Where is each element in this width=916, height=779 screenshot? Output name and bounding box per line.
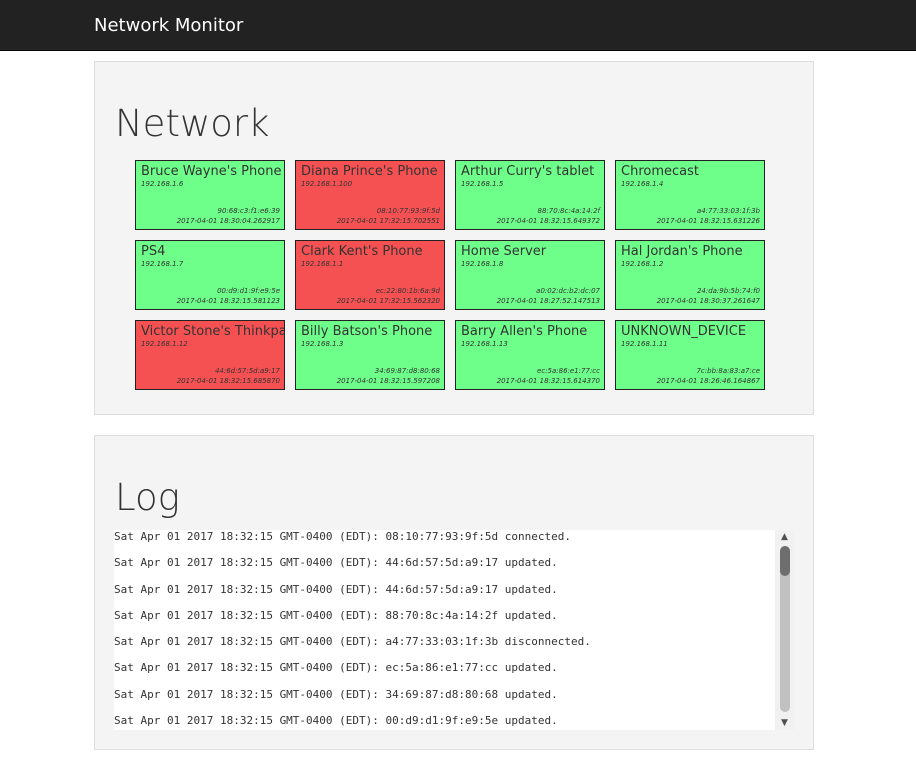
network-title: Network (115, 102, 270, 145)
device-name: Home Server (461, 244, 547, 259)
log-line: Sat Apr 01 2017 18:32:15 GMT-0400 (EDT):… (114, 687, 558, 701)
device-mac: 90:68:c3:f1:e6:39 (217, 207, 281, 215)
device-last-seen: 2017-04-01 18:32:15.631226 (656, 217, 760, 225)
device-last-seen: 2017-04-01 17:32:15.562320 (336, 297, 440, 305)
log-line: Sat Apr 01 2017 18:32:15 GMT-0400 (EDT):… (114, 582, 558, 596)
device-last-seen: 2017-04-01 18:26:46.164867 (656, 377, 760, 385)
device-ip: 192.168.1.3 (301, 340, 344, 348)
device-ip: 192.168.1.12 (141, 340, 188, 348)
log-box[interactable]: Sat Apr 01 2017 18:32:15 GMT-0400 (EDT):… (114, 530, 794, 730)
navbar: Network Monitor (0, 0, 916, 51)
device-mac: ec:22:80:1b:6a:9d (375, 287, 440, 295)
device-name: Diana Prince's Phone (301, 164, 438, 179)
device-ip: 192.168.1.6 (141, 180, 184, 188)
brand-link[interactable]: Network Monitor (94, 15, 244, 36)
log-scrollbar[interactable]: ▲ ▼ (775, 530, 794, 730)
device-mac: 44:6d:57:5d:a9:17 (214, 367, 280, 375)
device-ip: 192.168.1.7 (141, 260, 184, 268)
scroll-up-arrow-icon[interactable]: ▲ (781, 532, 788, 542)
device-ip: 192.168.1.4 (621, 180, 664, 188)
device-mac: 00:d9:d1:9f:e9:5e (217, 287, 280, 295)
log-line: Sat Apr 01 2017 18:32:15 GMT-0400 (EDT):… (114, 635, 591, 649)
device-mac: 24:da:9b:5b:74:f0 (696, 287, 760, 295)
device-name: Bruce Wayne's Phone (141, 164, 282, 179)
device-mac: ec:5a:86:e1:77:cc (537, 367, 600, 375)
log-panel: Log Sat Apr 01 2017 18:32:15 GMT-0400 (E… (94, 435, 814, 750)
device-mac: 08:10:77:93:9f:5d (376, 207, 440, 215)
device-name: PS4 (141, 244, 166, 259)
device-last-seen: 2017-04-01 18:30:37.261647 (656, 297, 760, 305)
scrollbar-track[interactable] (780, 546, 790, 712)
device-last-seen: 2017-04-01 18:32:15.649372 (496, 217, 600, 225)
device-ip: 192.168.1.13 (461, 340, 508, 348)
device-last-seen: 2017-04-01 18:32:15.597208 (336, 377, 440, 385)
device-last-seen: 2017-04-01 18:27:52.147513 (496, 297, 600, 305)
log-title: Log (115, 476, 180, 519)
log-line: Sat Apr 01 2017 18:32:15 GMT-0400 (EDT):… (114, 661, 558, 675)
device-mac: a4:77:33:03:1f:3b (696, 207, 760, 215)
device-last-seen: 2017-04-01 18:32:15.581123 (176, 297, 280, 305)
device-ip: 192.168.1.8 (461, 260, 504, 268)
log-line: Sat Apr 01 2017 18:32:15 GMT-0400 (EDT):… (114, 530, 571, 543)
device-name: Victor Stone's Thinkpad (141, 324, 285, 339)
device-mac: a0:02:dc:b2:dc:07 (536, 287, 600, 295)
device-mac: 34:69:87:d8:80:68 (374, 367, 440, 375)
device-name: Arthur Curry's tablet (461, 164, 595, 179)
device-mac: 7c:bb:8a:83:a7:ce (696, 367, 760, 375)
device-ip: 192.168.1.100 (301, 180, 353, 188)
log-line: Sat Apr 01 2017 18:32:15 GMT-0400 (EDT):… (114, 608, 558, 622)
device-name: Billy Batson's Phone (301, 324, 433, 339)
scroll-down-arrow-icon[interactable]: ▼ (781, 718, 788, 728)
device-name: Barry Allen's Phone (461, 324, 588, 339)
device-name: Chromecast (621, 164, 699, 179)
log-lines: Sat Apr 01 2017 18:32:15 GMT-0400 (EDT):… (114, 530, 774, 730)
device-last-seen: 2017-04-01 18:32:15.614370 (496, 377, 600, 385)
device-ip: 192.168.1.5 (461, 180, 504, 188)
device-ip: 192.168.1.11 (621, 340, 668, 348)
scrollbar-thumb[interactable] (780, 546, 790, 576)
device-name: Hal Jordan's Phone (621, 244, 743, 259)
device-last-seen: 2017-04-01 18:32:15.685870 (176, 377, 280, 385)
device-last-seen: 2017-04-01 18:30:04.262917 (176, 217, 280, 225)
log-line: Sat Apr 01 2017 18:32:15 GMT-0400 (EDT):… (114, 556, 558, 570)
device-ip: 192.168.1.1 (301, 260, 344, 268)
device-last-seen: 2017-04-01 17:32:15.702551 (336, 217, 440, 225)
device-name: Clark Kent's Phone (301, 244, 423, 259)
device-ip: 192.168.1.2 (621, 260, 664, 268)
device-mac: 88:70:8c:4a:14:2f (537, 207, 600, 215)
device-name: UNKNOWN_DEVICE (621, 324, 747, 339)
log-line: Sat Apr 01 2017 18:32:15 GMT-0400 (EDT):… (114, 714, 558, 728)
